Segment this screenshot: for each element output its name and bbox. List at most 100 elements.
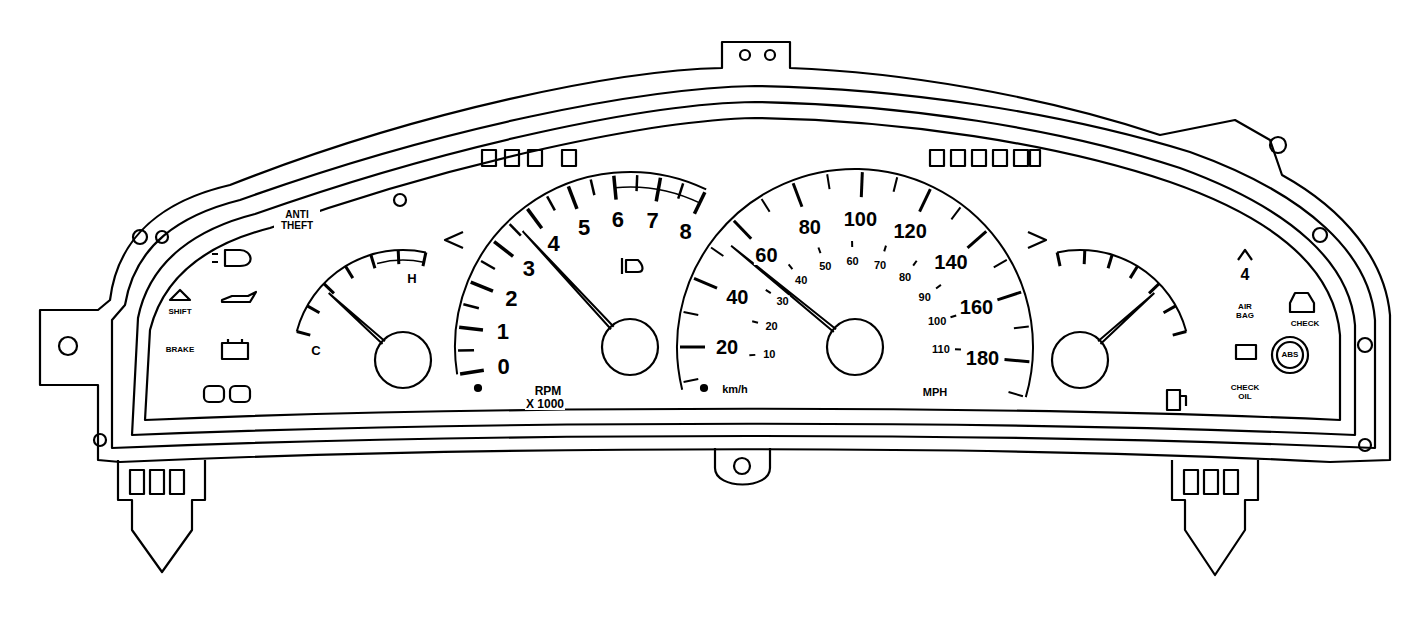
mph-number: 40 [794, 274, 808, 285]
mph-number: 50 [818, 261, 832, 272]
gauge-tick [789, 264, 793, 269]
gauge-needle [329, 293, 385, 344]
mph-number: 20 [764, 321, 778, 332]
gauge-mark: H [406, 272, 417, 285]
gauge-tick [494, 242, 513, 257]
gauge-tick [510, 224, 521, 235]
gauge-needle [1098, 293, 1154, 344]
mph-number: 100 [927, 316, 947, 327]
gauge-tick [481, 261, 495, 269]
speed-number: 160 [959, 297, 994, 317]
gauge-tick [1009, 392, 1023, 396]
gauge-tick [950, 316, 956, 318]
tach-number: 2 [504, 288, 518, 310]
gear-indicator: 4 [1240, 267, 1251, 283]
housing-outline [40, 42, 1390, 462]
gauge-tick [827, 174, 829, 189]
gauge-tick [459, 327, 483, 330]
gauge-tick [324, 284, 334, 294]
warning-label: ANTI THEFT [274, 209, 320, 231]
warning-label: SHIFT [167, 308, 192, 316]
tach-number: 1 [496, 321, 510, 343]
tach-number: 5 [577, 217, 591, 239]
gauge-tick [1014, 326, 1029, 328]
gauge-tick [684, 312, 699, 315]
gauge-tick [711, 248, 723, 257]
gauge-tick [994, 260, 1007, 267]
gauge-tick [913, 261, 916, 266]
gauge-tick [1164, 306, 1176, 313]
speed-number: 120 [892, 221, 927, 241]
gauge-tick [1149, 284, 1159, 294]
gauge-tick [547, 196, 555, 210]
gauge-arc [1057, 250, 1186, 332]
gauge-arc [615, 187, 700, 203]
gauge-needle [523, 231, 614, 329]
gauge-arc [455, 172, 706, 374]
gauge-tick [1057, 252, 1060, 266]
mph-number: 90 [918, 291, 932, 302]
gauge-tick [527, 209, 541, 228]
speed-number: 180 [965, 348, 1000, 368]
gauge-tick [471, 282, 493, 291]
mph-number: 10 [762, 348, 776, 359]
gauge-tick [752, 321, 758, 322]
tach-number: 8 [679, 221, 693, 243]
lens-outline [132, 102, 1355, 435]
gauge-tick [734, 221, 751, 239]
gauge-tick [997, 292, 1021, 300]
warning-label: CHECK [1290, 320, 1320, 328]
speed-number: 80 [798, 217, 822, 237]
gauge-tick [1083, 250, 1087, 264]
housing-rim [112, 86, 1375, 448]
gauge-arc [377, 260, 424, 263]
gauge-tick [861, 172, 862, 197]
tach-number: 4 [547, 233, 561, 255]
gauge-tick [766, 290, 771, 293]
gauge-tick [371, 255, 375, 268]
gauge-tick [851, 241, 853, 247]
mph-number: 60 [845, 256, 859, 267]
gauge-tick [749, 354, 755, 356]
gauge-tick [968, 231, 987, 248]
unit-label: X 1000 [525, 398, 565, 410]
unit-label: RPM [534, 385, 563, 397]
gauge-tick [463, 304, 478, 308]
face-outline [145, 118, 1340, 420]
gauge-tick [920, 189, 931, 212]
tach-number: 6 [611, 209, 625, 231]
gauge-mark: C [310, 344, 321, 357]
gauge-tick [635, 175, 638, 191]
unit-label: MPH [922, 387, 948, 398]
warning-label: ABS [1281, 351, 1300, 359]
gauge-tick [894, 177, 898, 192]
gauge-tick [936, 285, 941, 289]
gauge-tick [884, 246, 886, 252]
speed-number: 100 [843, 209, 878, 229]
gauge-tick [568, 186, 577, 208]
tach-number: 3 [522, 258, 536, 280]
tach-number: 0 [496, 356, 510, 378]
gauge-arc [677, 169, 1033, 397]
gauge-arc [297, 250, 426, 332]
speed-number: 40 [725, 287, 749, 307]
mph-number: 70 [873, 259, 887, 270]
gauge-tick [793, 183, 802, 206]
gauge-tick [423, 252, 426, 266]
warning-label: CHECK OIL [1227, 384, 1263, 402]
speed-number: 60 [754, 245, 778, 265]
gauge-tick [307, 306, 319, 313]
warning-label: BRAKE [165, 346, 195, 354]
gauge-tick [460, 370, 484, 374]
speed-number: 20 [715, 337, 739, 357]
gauge-tick [1173, 332, 1187, 336]
gauge-tick [1108, 255, 1112, 268]
gauge-tick [1130, 266, 1137, 278]
warning-label: AIR BAG [1231, 303, 1259, 321]
gauge-tick [1004, 360, 1029, 362]
gauge-tick [955, 348, 961, 350]
gauge-tick [684, 379, 699, 382]
unit-label: km/h [721, 384, 749, 395]
mph-number: 110 [931, 343, 951, 354]
